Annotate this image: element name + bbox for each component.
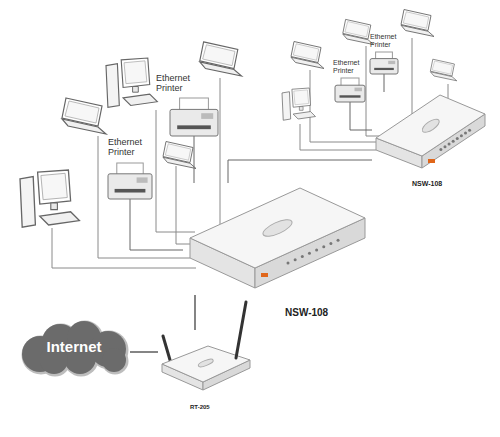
- cable-wire: [300, 124, 376, 150]
- node-label: RT-205: [190, 404, 240, 411]
- device-badge: [197, 358, 214, 368]
- internet-cloud: Internet: [18, 322, 130, 374]
- printer-panel: [137, 177, 148, 182]
- laptop-computer: [200, 42, 242, 76]
- switch-node: NSW-108: [183, 183, 368, 295]
- device-top-face: [376, 95, 485, 156]
- status-led: [439, 148, 442, 151]
- status-led: [287, 262, 290, 265]
- printer-body: [108, 174, 152, 199]
- laptop-computer: [62, 98, 106, 134]
- device-icon: [183, 183, 368, 295]
- network-cable: [130, 351, 158, 353]
- device-icon: [108, 163, 152, 199]
- desktop-computer: [106, 58, 157, 107]
- status-led: [452, 140, 455, 143]
- printer-node: Ethernet Printer: [335, 78, 365, 102]
- device-top-face: [190, 188, 365, 268]
- device-icon: [370, 52, 398, 74]
- status-led: [460, 134, 463, 137]
- cable-wire: [310, 70, 378, 142]
- printer-slot: [177, 125, 211, 129]
- status-led: [456, 137, 459, 140]
- cable-wire: [176, 166, 190, 244]
- switch-node: NSW-108: [372, 92, 488, 172]
- cable-wire: [52, 228, 196, 268]
- network-cable: [350, 102, 372, 130]
- status-led: [443, 145, 446, 148]
- status-led: [308, 252, 311, 255]
- status-led: [322, 245, 325, 248]
- network-cable: [384, 74, 385, 92]
- network-cable: [194, 136, 195, 183]
- router-node: RT-205: [158, 330, 253, 398]
- node-label: NSW-108: [285, 307, 365, 318]
- status-led: [315, 249, 318, 252]
- network-cable: [194, 295, 196, 330]
- device-icon: [170, 98, 218, 136]
- status-led: [337, 239, 340, 242]
- node-label: Ethernet Printer: [370, 33, 404, 48]
- status-led: [468, 129, 471, 132]
- device-icon: [335, 78, 365, 102]
- desktop-computer: [20, 170, 79, 227]
- cloud-lobe: [102, 348, 126, 372]
- status-led: [464, 132, 467, 135]
- device-icon: [158, 330, 253, 398]
- printer-panel: [388, 61, 395, 64]
- node-label: Ethernet Printer: [108, 138, 154, 158]
- laptop-computer: [401, 10, 434, 37]
- desktop-computer: [282, 88, 315, 120]
- network-cable: [130, 199, 183, 250]
- node-label: NSW-108: [412, 180, 472, 188]
- printer-panel: [355, 88, 363, 92]
- laptop-computer: [291, 42, 324, 69]
- cable-wire: [220, 78, 221, 224]
- laptop-computer: [430, 59, 456, 81]
- status-led: [329, 242, 332, 245]
- device-logo: [261, 273, 268, 277]
- laptop-computer: [343, 19, 374, 44]
- node-label: Ethernet Printer: [333, 59, 367, 74]
- network-cable: [228, 160, 372, 183]
- node-label: Internet: [18, 339, 130, 356]
- cable-wire: [412, 38, 413, 114]
- cable-wires: [52, 38, 448, 268]
- printer-node: Ethernet Printer: [170, 98, 218, 136]
- device-icon: [372, 92, 488, 172]
- printer-body: [335, 85, 365, 102]
- printer-slot: [340, 95, 361, 97]
- printer-panel: [201, 113, 213, 119]
- status-led: [301, 255, 304, 258]
- router-antenna: [163, 336, 170, 360]
- status-led: [448, 142, 451, 145]
- printer-body: [170, 109, 218, 136]
- device-badge: [261, 216, 294, 239]
- router-antenna: [236, 302, 246, 358]
- cable-wire: [448, 84, 449, 98]
- printer-body: [370, 59, 398, 74]
- laptop-computer: [163, 142, 196, 169]
- node-label: Ethernet Printer: [156, 74, 202, 94]
- device-logo: [428, 159, 435, 163]
- printer-node: Ethernet Printer: [108, 163, 152, 199]
- printer-slot: [374, 68, 394, 70]
- printer-slot: [115, 189, 146, 193]
- device-badge: [420, 117, 441, 135]
- printer-node: Ethernet Printer: [370, 52, 398, 74]
- status-led: [294, 258, 297, 261]
